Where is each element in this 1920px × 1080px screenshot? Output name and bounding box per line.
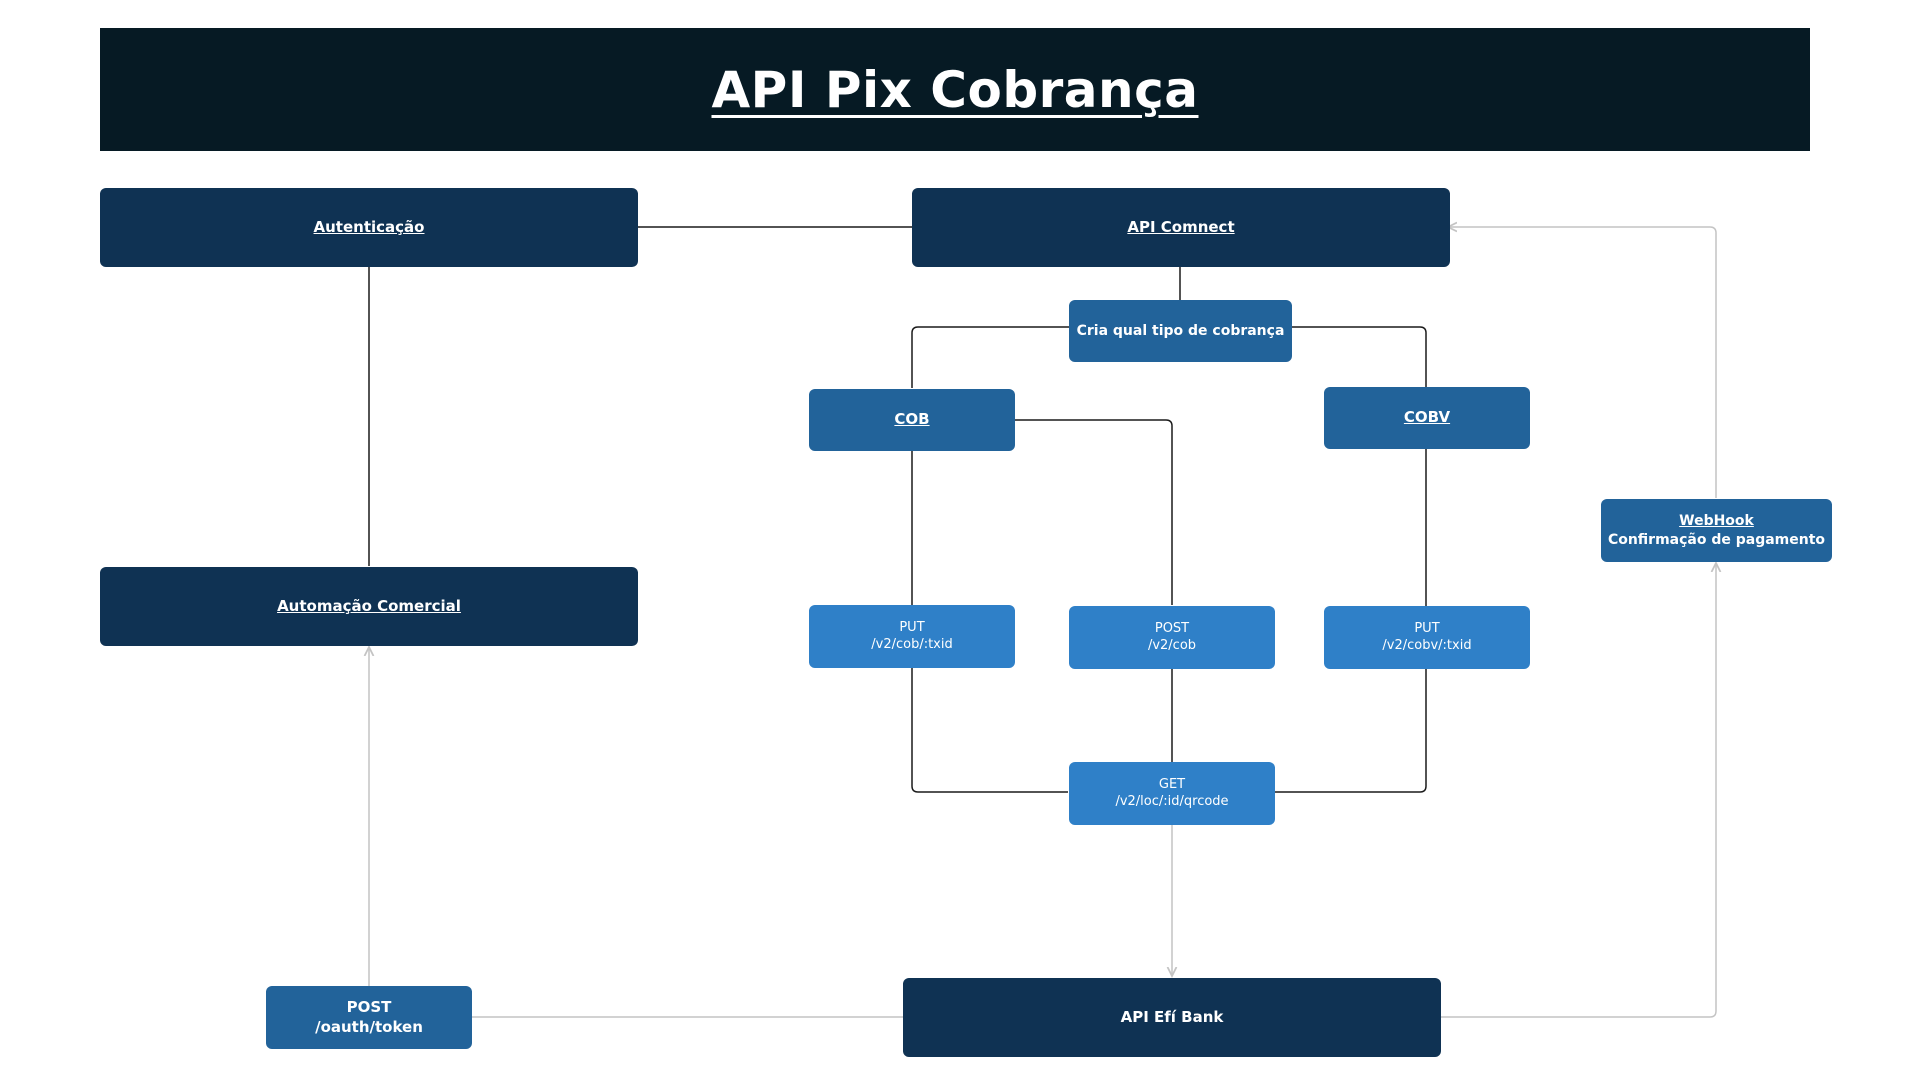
node-post-cob[interactable]: POST /v2/cob: [1069, 606, 1275, 669]
put-cobv-path: /v2/cobv/:txid: [1382, 637, 1472, 653]
node-get-qrcode[interactable]: GET /v2/loc/:id/qrcode: [1069, 762, 1275, 825]
node-webhook-sub: Confirmação de pagamento: [1607, 531, 1826, 548]
node-put-cob[interactable]: PUT /v2/cob/:txid: [809, 605, 1015, 668]
put-cob-path: /v2/cob/:txid: [871, 636, 953, 652]
node-cob-label: COB: [894, 410, 930, 429]
node-autenticacao-label: Autenticação: [313, 217, 425, 236]
oauth-method: POST: [346, 998, 392, 1016]
line-webhook-to-connect: [1448, 227, 1717, 498]
node-automacao-label: Automação Comercial: [277, 596, 461, 615]
node-webhook-title: WebHook: [1679, 513, 1754, 530]
get-qrcode-method: GET: [1158, 776, 1186, 792]
node-cria-tipo-label: Cria qual tipo de cobrança: [1076, 322, 1285, 339]
node-api-connect-label: API Comnect: [1127, 217, 1235, 236]
node-api-efi-bank[interactable]: API Efí Bank: [903, 978, 1441, 1057]
node-api-connect[interactable]: API Comnect: [912, 188, 1450, 267]
node-webhook[interactable]: WebHook Confirmação de pagamento: [1601, 499, 1832, 562]
oauth-path: /oauth/token: [315, 1017, 423, 1036]
node-cobv-label: COBV: [1403, 408, 1451, 427]
post-cob-method: POST: [1154, 620, 1190, 636]
line-efi-to-webhook: [1440, 563, 1716, 1018]
node-post-oauth-token[interactable]: POST /oauth/token: [266, 986, 472, 1049]
post-cob-path: /v2/cob: [1147, 637, 1197, 653]
title-banner: API Pix Cobrança: [100, 28, 1810, 151]
node-cob[interactable]: COB: [809, 389, 1015, 451]
line-cria-to-cobv: [1290, 326, 1427, 387]
node-cria-tipo-cobranca[interactable]: Cria qual tipo de cobrança: [1069, 300, 1292, 362]
put-cob-method: PUT: [899, 619, 925, 635]
node-api-efi-label: API Efí Bank: [1120, 1007, 1224, 1026]
node-cobv[interactable]: COBV: [1324, 387, 1530, 449]
put-cobv-method: PUT: [1414, 620, 1440, 636]
line-cob-to-post: [1013, 419, 1173, 605]
line-put-cob-to-get: [911, 667, 1068, 793]
line-cria-to-cob: [911, 326, 1069, 388]
node-put-cobv[interactable]: PUT /v2/cobv/:txid: [1324, 606, 1530, 669]
get-qrcode-path: /v2/loc/:id/qrcode: [1115, 793, 1229, 809]
node-automacao-comercial[interactable]: Automação Comercial: [100, 567, 638, 646]
node-autenticacao[interactable]: Autenticação: [100, 188, 638, 267]
page-title: API Pix Cobrança: [711, 60, 1199, 119]
line-put-cobv-to-get: [1275, 668, 1427, 793]
